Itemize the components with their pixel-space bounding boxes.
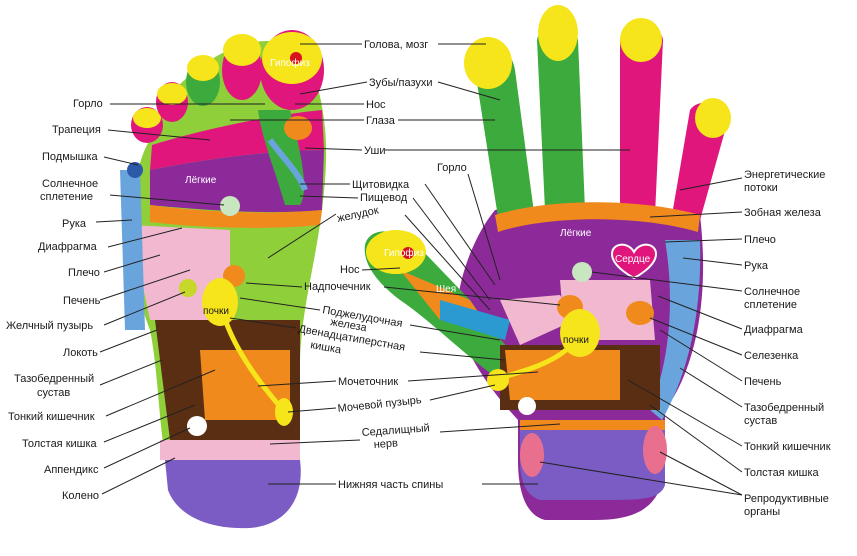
foot-zone-hypophysis: Гипофиз (270, 57, 310, 69)
label-hip-1: Тазобедренный (14, 373, 94, 385)
hand-zone-hypophysis: Гипофиз (384, 247, 424, 259)
label-liver-r: Печень (744, 376, 782, 388)
label-reproductive-2: органы (744, 506, 780, 518)
hand-zone-kidneys: почки (563, 335, 589, 346)
label-spleen: Селезенка (744, 350, 799, 362)
foot-illustration (120, 30, 327, 529)
label-solar-1: Солнечное (42, 178, 98, 190)
label-sciatic-2: нерв (373, 437, 398, 451)
label-lower-back: Нижняя часть спины (338, 479, 443, 491)
label-nose: Нос (366, 99, 386, 111)
label-shoulder: Плечо (68, 267, 100, 279)
label-small-intestine-r: Тонкий кишечник (744, 441, 831, 453)
label-armpit: Подмышка (42, 151, 99, 163)
hand-zone-heart: Сердце (615, 254, 651, 265)
label-knee: Колено (62, 490, 99, 502)
label-energy-2: потоки (744, 182, 778, 194)
label-sciatic-1: Седалищный (361, 422, 430, 439)
label-stomach: желудок (336, 204, 380, 225)
label-hip-r-2: сустав (744, 415, 777, 427)
label-trapezius: Трапеция (52, 124, 101, 136)
label-ears: Уши (364, 145, 385, 157)
label-large-intestine-r: Толстая кишка (744, 467, 820, 479)
hand-zone-neck: Шея (436, 284, 456, 295)
hand-right-labels: Энергетические потоки Зобная железа Плеч… (539, 169, 831, 518)
label-diaphragm-r: Диафрагма (744, 324, 804, 336)
label-diaphragm: Диафрагма (38, 241, 98, 253)
label-nose-2: Нос (340, 264, 360, 276)
label-energy-1: Энергетические (744, 169, 825, 181)
label-shoulder-r: Плечо (744, 234, 776, 246)
label-eyes: Глаза (366, 115, 396, 127)
label-head: Голова, мозг (364, 39, 428, 51)
label-esophagus: Пищевод (360, 192, 408, 204)
label-hip-2: сустав (37, 387, 70, 399)
label-solar-r-1: Солнечное (744, 286, 800, 298)
label-elbow: Локоть (63, 347, 98, 359)
label-adrenal: Надпочечник (304, 281, 371, 293)
label-duodenum-2: кишка (309, 339, 342, 356)
foot-left-labels: Горло Трапеция Подмышка Солнечное сплете… (6, 98, 265, 502)
label-thyroid: Щитовидка (352, 179, 410, 191)
label-bladder: Мочевой пузырь (337, 394, 422, 415)
label-arm: Рука (62, 218, 87, 230)
foot-zone-kidneys: почки (203, 306, 229, 317)
label-solar-2: сплетение (40, 191, 93, 203)
label-small-intestine: Тонкий кишечник (8, 411, 95, 423)
label-throat-2: Горло (437, 162, 467, 174)
label-liver: Печень (63, 295, 101, 307)
label-hip-r-1: Тазобедренный (744, 402, 824, 414)
foot-zone-lungs: Лёгкие (185, 175, 217, 186)
label-gallbladder: Желчный пузырь (6, 320, 93, 332)
label-large-intestine: Толстая кишка (22, 438, 98, 450)
label-appendix: Аппендикс (44, 464, 99, 476)
label-reproductive-1: Репродуктивные (744, 493, 829, 505)
label-throat: Горло (73, 98, 103, 110)
label-thymus: Зобная железа (744, 207, 822, 219)
label-solar-r-2: сплетение (744, 299, 797, 311)
label-arm-r: Рука (744, 260, 769, 272)
hand-zone-lungs: Лёгкие (560, 228, 592, 239)
label-ureter: Мочеточник (338, 376, 398, 388)
hand-illustration (364, 5, 731, 520)
label-teeth: Зубы/пазухи (369, 77, 433, 89)
